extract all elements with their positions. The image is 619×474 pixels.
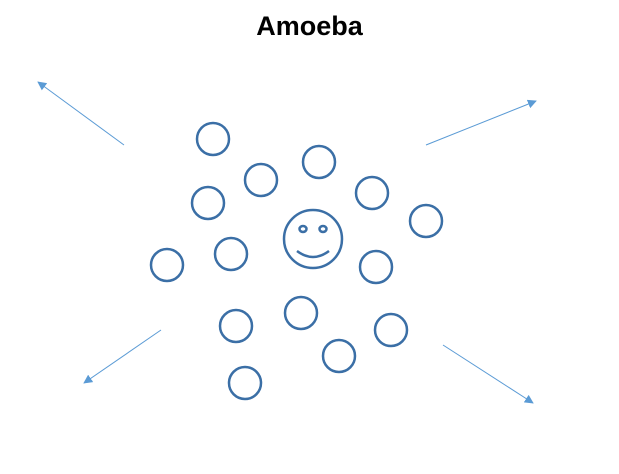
arrows-group [37,81,537,404]
arrow-bottom-left-icon [83,329,162,384]
smiley-right-eye [318,224,328,234]
smiley-face-outline [282,208,344,270]
smiley-left-eye [298,224,308,234]
circle-icon [227,365,263,401]
circle-icon [321,338,357,374]
arrow-top-right-icon [425,99,537,146]
circle-icon [213,236,249,272]
circle-icon [354,175,390,211]
circle-icon [283,295,319,331]
smiley-mouth [296,249,330,259]
circles-group [149,121,444,401]
circle-icon [373,312,409,348]
circle-icon [358,249,394,285]
circle-icon [243,162,279,198]
circle-icon [149,247,185,283]
smiley-face-icon [282,208,344,270]
arrow-bottom-right-icon [442,344,534,404]
diagram-title: Amoeba [256,11,363,41]
circle-icon [301,144,337,180]
circle-icon [218,308,254,344]
arrow-top-left-icon [37,81,125,146]
circle-icon [190,185,226,221]
circle-icon [195,121,231,157]
circle-icon [408,203,444,239]
